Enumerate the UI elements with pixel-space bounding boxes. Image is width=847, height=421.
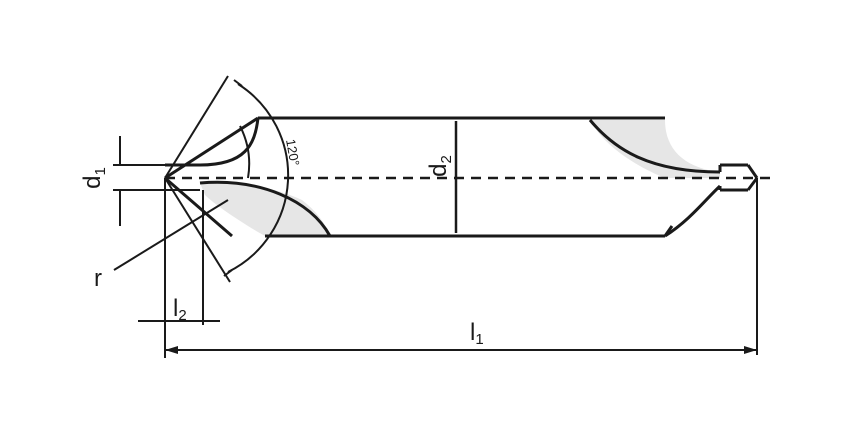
r-leader: [113, 199, 229, 271]
l1-label-main: l: [470, 319, 475, 346]
l1-label: l1: [470, 319, 484, 348]
right-flute-curve: [588, 119, 721, 174]
d1-dimension: [113, 136, 200, 226]
l1-label-sub: 1: [475, 331, 483, 348]
l2-label: l2: [173, 295, 187, 324]
construction-lines: [113, 75, 758, 358]
d1-label-text: d1: [79, 167, 109, 189]
d2-label: d2: [425, 155, 455, 177]
l1-arrow-left: [165, 346, 178, 354]
left-flute-upper-curve: [199, 117, 260, 167]
l2-label-sub: 2: [178, 307, 186, 324]
left-flute-shading: [200, 182, 330, 236]
l2-label-main: l: [173, 295, 178, 322]
left-flute-lower-curve: [199, 180, 332, 237]
angle-arc-outer: [227, 83, 290, 273]
d1-label-sub: 1: [92, 167, 109, 175]
angle-arc-tick-lower: [223, 269, 233, 277]
d1-label: d1: [79, 167, 109, 189]
tip-lower-cone: [164, 176, 233, 238]
right-tip-upper: [746, 164, 759, 179]
d2-label-main: d: [425, 163, 452, 176]
d1-label-main: d: [79, 175, 106, 188]
angle-label: 120°: [283, 138, 302, 167]
d2-label-sub: 2: [438, 155, 455, 163]
angle-ray-lower: [164, 177, 231, 283]
angle-label-text: 120°: [283, 138, 302, 167]
r-label: r: [94, 265, 102, 292]
tip-upper-cone: [164, 116, 259, 180]
l1-arrow-right: [744, 346, 757, 354]
right-lower-curve: [664, 184, 722, 238]
angle-arc-tick-upper: [233, 79, 243, 87]
angle-ray-upper: [164, 75, 229, 179]
right-flute-shading: [590, 120, 720, 178]
angle-arc-inner: [239, 125, 251, 179]
right-tip-lower: [746, 177, 759, 191]
d2-label-text: d2: [425, 155, 455, 177]
